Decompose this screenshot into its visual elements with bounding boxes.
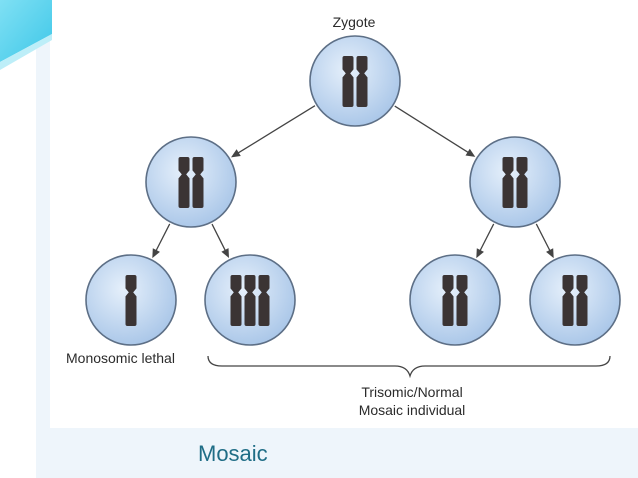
chromosome [258, 275, 270, 326]
slide-accent-shape [0, 34, 52, 70]
monosomic-lethal-label: Monosomic lethal [66, 350, 175, 366]
zygote-label: Zygote [333, 14, 376, 30]
cell-membrane [469, 136, 561, 228]
trisomic-normal-label: Trisomic/Normal [361, 384, 462, 400]
arrow [394, 105, 476, 157]
cells [85, 35, 621, 346]
chromosome [356, 56, 368, 107]
chromosome [192, 157, 204, 208]
chromosome [456, 275, 468, 326]
cell-membrane [529, 254, 621, 346]
chromosome [516, 157, 528, 208]
chromosome [442, 275, 454, 326]
chromosome [125, 275, 137, 326]
monosomic-cell [85, 254, 177, 346]
cell-membrane [145, 136, 237, 228]
trisomic-cell [204, 254, 296, 346]
arrow [231, 105, 316, 158]
cell-membrane [409, 254, 501, 346]
zygote [309, 35, 401, 127]
chromosome [342, 56, 354, 107]
normal-cell-2 [529, 254, 621, 346]
normal-cell-1 [409, 254, 501, 346]
division-arrows [152, 105, 554, 259]
slide-accent-shape [0, 0, 52, 62]
mosaic-individual-label: Mosaic individual [359, 402, 466, 418]
slide-caption: Mosaic [198, 441, 268, 466]
arrow [152, 223, 171, 259]
chromosome [244, 275, 256, 326]
chromosome [576, 275, 588, 326]
chromosome [178, 157, 190, 208]
chromosome [230, 275, 242, 326]
chromosome [562, 275, 574, 326]
mosaic-bracket [207, 355, 611, 379]
chromosome [502, 157, 514, 208]
cell-membrane [309, 35, 401, 127]
arrow [476, 223, 495, 259]
arrow [535, 223, 554, 259]
left-daughter [145, 136, 237, 228]
right-daughter [469, 136, 561, 228]
arrow [211, 223, 229, 258]
